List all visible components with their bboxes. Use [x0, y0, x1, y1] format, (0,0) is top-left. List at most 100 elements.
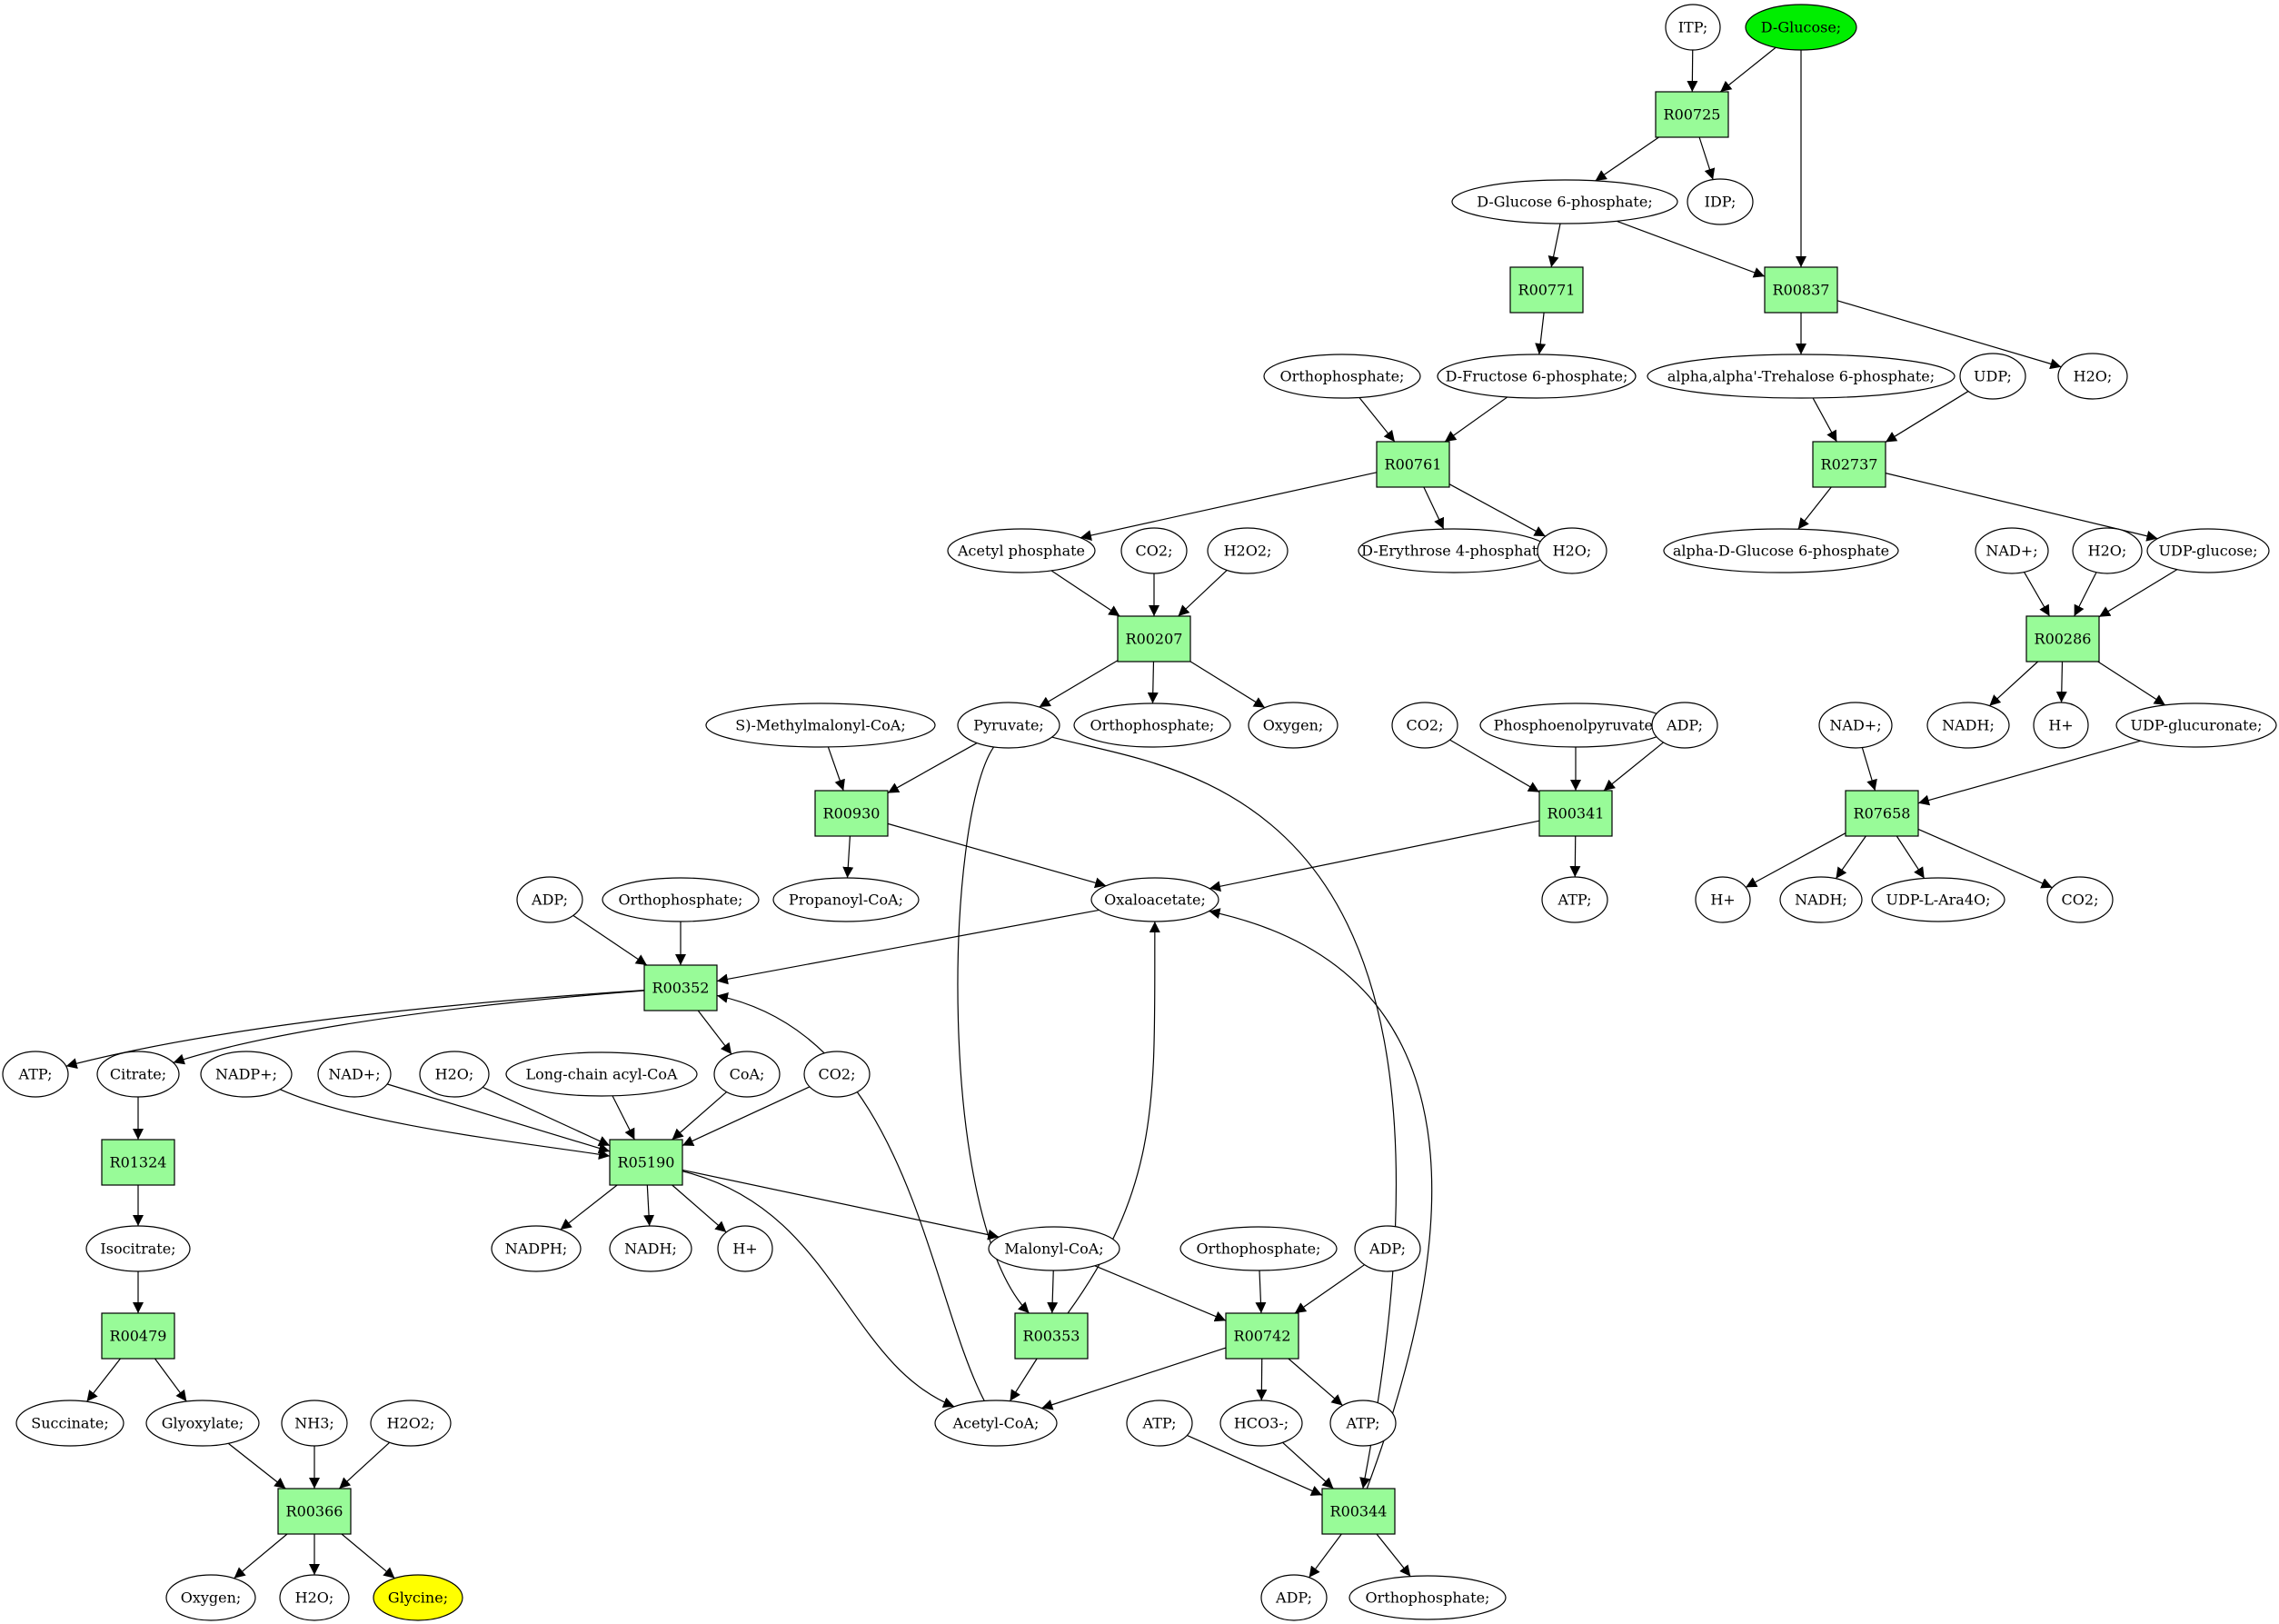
- compound-node-co2_207: CO2;: [1120, 527, 1188, 574]
- node-label: H2O;: [2088, 543, 2127, 560]
- node-label: NAD+;: [328, 1066, 380, 1083]
- edge-r00771-to-f6p: [1535, 312, 1547, 355]
- compound-ellipse: [1126, 1400, 1193, 1447]
- compound-node-oxygen_366: Oxygen;: [165, 1574, 256, 1621]
- node-label: R00761: [1385, 456, 1442, 473]
- compound-node-co2_5190: CO2;: [803, 1051, 871, 1098]
- compound-node-pep: Phosphoenolpyruvate;: [1479, 702, 1672, 748]
- compound-node-pi_207: Orthophosphate;: [1073, 702, 1231, 748]
- node-label: UDP-L-Ara4O;: [1886, 892, 1990, 909]
- reaction-node-r01324: R01324: [101, 1139, 175, 1186]
- compound-node-itp: ITP;: [1665, 4, 1721, 51]
- edges-layer: [65, 46, 2178, 1579]
- compound-node-malcoa: Malonyl-CoA;: [988, 1226, 1120, 1271]
- edge-r07658-to-hplus_7658: [1745, 832, 1846, 888]
- edge-r00479-to-glyoxylate: [154, 1358, 187, 1402]
- node-label: R00725: [1664, 106, 1721, 124]
- edge-g6p-to-r00837: [1616, 220, 1766, 278]
- edge-adp_341-to-r00341: [1603, 742, 1664, 792]
- edge-r07658-to-udpara: [1896, 835, 1926, 879]
- edge-r00930-to-oaa: [887, 822, 1107, 889]
- reaction-box: [814, 790, 889, 837]
- compound-ellipse: [609, 1225, 692, 1272]
- compound-ellipse: [713, 1051, 781, 1098]
- compound-node-h2o_286: H2O;: [2072, 527, 2143, 574]
- compound-ellipse: [1926, 702, 2010, 749]
- node-label: CO2;: [1407, 717, 1444, 734]
- compound-node-trehalose6p: alpha,alpha'-Trehalose 6-phosphate;: [1647, 354, 1956, 399]
- node-label: NADH;: [1795, 892, 1847, 909]
- node-label: R00771: [1518, 282, 1576, 299]
- compound-ellipse: [934, 1400, 1058, 1447]
- node-label: Phosphoenolpyruvate;: [1494, 717, 1658, 734]
- compound-ellipse: [803, 1051, 871, 1098]
- edge-smmcoa-to-r00930: [827, 746, 845, 792]
- edge-r00761-to-e4p: [1423, 486, 1445, 530]
- edge-nad_7658-to-r07658: [1861, 747, 1877, 792]
- compound-ellipse: [2146, 528, 2270, 573]
- compound-ellipse: [1745, 4, 1857, 51]
- node-label: R00352: [652, 980, 710, 997]
- compound-node-pi_742: Orthophosphate;: [1179, 1226, 1338, 1271]
- node-label: H2O;: [2074, 368, 2113, 385]
- compound-node-h2o_366: H2O;: [279, 1574, 350, 1621]
- compound-node-nadp_286: NAD+;: [1975, 527, 2049, 574]
- node-label: H2O2;: [387, 1415, 435, 1432]
- node-label: H+: [1710, 892, 1735, 909]
- node-label: ADP;: [531, 892, 568, 909]
- reaction-node-r00771: R00771: [1509, 266, 1584, 314]
- edge-r00286-to-hplus_286: [2055, 661, 2067, 703]
- compound-ellipse: [1537, 527, 1607, 574]
- compound-node-ag6p: alpha-D-Glucose 6-phosphate: [1663, 528, 1899, 573]
- compound-node-h2o_5190: H2O;: [419, 1051, 490, 1098]
- node-label: Acetyl-CoA;: [952, 1415, 1040, 1432]
- node-label: HCO3-;: [1234, 1415, 1289, 1432]
- edge-hco3-to-r00344: [1282, 1441, 1334, 1489]
- node-label: alpha-D-Glucose 6-phosphate: [1673, 543, 1889, 560]
- node-label: R02737: [1821, 456, 1878, 473]
- node-label: R00479: [110, 1328, 167, 1345]
- edge-adp_352-to-r00352: [572, 914, 648, 966]
- compound-node-g6p: D-Glucose 6-phosphate;: [1451, 179, 1678, 224]
- compound-ellipse: [1695, 876, 1751, 923]
- compound-node-udpglc: UDP-glucose;: [2146, 528, 2270, 573]
- node-label: Citrate;: [110, 1066, 166, 1083]
- node-label: H+: [732, 1240, 757, 1258]
- node-label: CoA;: [730, 1066, 765, 1083]
- node-label: Oxygen;: [181, 1589, 242, 1607]
- node-label: ATP;: [1346, 1415, 1380, 1432]
- node-label: alpha,alpha'-Trehalose 6-phosphate;: [1667, 368, 1935, 385]
- node-label: Long-chain acyl-CoA: [525, 1066, 677, 1083]
- compound-ellipse: [1665, 4, 1721, 51]
- reaction-node-r02737: R02737: [1812, 441, 1886, 488]
- edge-r07658-to-nadh_7658: [1835, 835, 1866, 880]
- node-label: D-Glucose;: [1761, 19, 1841, 36]
- edge-atp_344-to-r00344: [1187, 1434, 1323, 1496]
- compound-node-h2o_837: H2O;: [2057, 353, 2128, 400]
- node-label: NADH;: [1942, 717, 1995, 734]
- compound-node-f6p: D-Fructose 6-phosphate;: [1437, 354, 1637, 399]
- reaction-node-r00366: R00366: [277, 1488, 352, 1535]
- reaction-node-r05190: R05190: [609, 1139, 683, 1186]
- node-label: NADPH;: [505, 1240, 568, 1258]
- edge-r05190-to-nadh_5190: [643, 1184, 655, 1227]
- edge-r00344-to-oaa: [1209, 908, 1433, 1489]
- compound-node-nadh_286: NADH;: [1926, 702, 2010, 749]
- node-label: D-Glucose 6-phosphate;: [1477, 194, 1652, 211]
- compound-ellipse: [1437, 354, 1637, 399]
- compound-node-coa: CoA;: [713, 1051, 781, 1098]
- reaction-box: [1812, 441, 1886, 488]
- compound-node-nad_7658: NAD+;: [1818, 702, 1893, 749]
- compound-ellipse: [1687, 178, 1754, 225]
- node-label: D-Erythrose 4-phosphate: [1361, 543, 1547, 560]
- edge-r00930-to-propcoa: [842, 835, 854, 879]
- edge-h2o_286-to-r00286: [2074, 572, 2097, 617]
- compound-node-co2_341: CO2;: [1391, 702, 1458, 749]
- reaction-box: [101, 1312, 175, 1360]
- compound-ellipse: [200, 1051, 293, 1098]
- compound-node-pi_344: Orthophosphate;: [1348, 1575, 1507, 1620]
- node-label: ATP;: [18, 1066, 53, 1083]
- edge-pyruvate-to-r00353: [957, 746, 1030, 1314]
- compound-ellipse: [1073, 702, 1231, 748]
- compound-node-adp_344: ADP;: [1260, 1574, 1328, 1621]
